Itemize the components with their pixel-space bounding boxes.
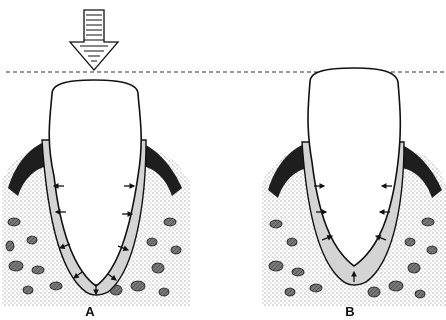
- force-arrow: [70, 10, 118, 70]
- panel-label-a: A: [85, 304, 95, 319]
- panel-b-tooth-rebounded: B: [262, 68, 446, 319]
- panel-a-tooth-intruded: A: [2, 80, 190, 319]
- panel-label-b: B: [345, 304, 354, 319]
